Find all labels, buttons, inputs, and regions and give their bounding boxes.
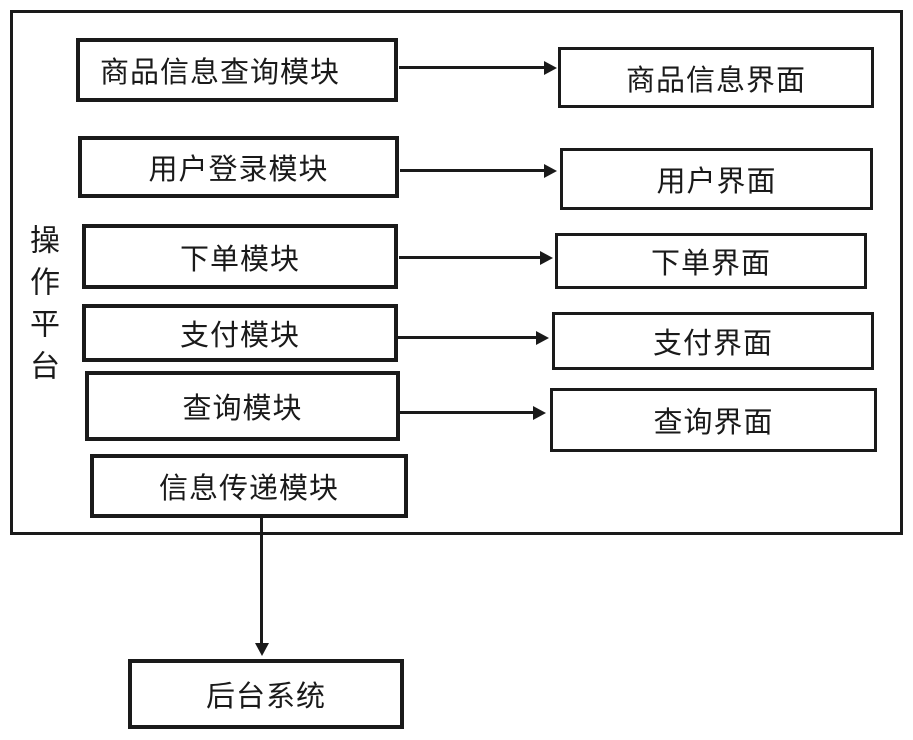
- interface-label: 商品信息界面: [625, 64, 806, 97]
- interface-label: 用户界面: [656, 166, 777, 198]
- interface-box-product-info: 商品信息界面: [558, 47, 874, 108]
- module-label: 信息传递模块: [158, 473, 339, 505]
- module-box-product-info-query: 商品信息查询模块: [76, 38, 398, 102]
- interface-label: 下单界面: [650, 248, 771, 280]
- module-label: 用户登录模块: [148, 154, 329, 186]
- interface-label: 支付界面: [652, 328, 773, 360]
- module-box-order: 下单模块: [82, 224, 398, 289]
- interface-box-user: 用户界面: [560, 148, 873, 210]
- arrow-query-icon: [400, 406, 546, 420]
- module-box-query: 查询模块: [85, 371, 400, 441]
- module-box-user-login: 用户登录模块: [78, 136, 399, 198]
- module-box-payment: 支付模块: [82, 304, 398, 362]
- module-label: 支付模块: [179, 320, 300, 352]
- interface-label: 查询界面: [653, 407, 774, 439]
- module-label: 查询模块: [182, 393, 303, 425]
- backend-label: 后台系统: [205, 681, 326, 713]
- arrow-to-backend-icon: [255, 518, 269, 656]
- module-label: 商品信息查询模块: [100, 57, 341, 89]
- arrow-user-login-icon: [400, 164, 557, 178]
- module-label: 下单模块: [179, 243, 300, 276]
- arrow-product-info-icon: [399, 61, 557, 75]
- arrow-order-icon: [399, 251, 553, 265]
- platform-label: 操作平台: [25, 224, 58, 392]
- module-box-info-transfer: 信息传递模块: [90, 454, 408, 518]
- interface-box-query: 查询界面: [550, 388, 877, 452]
- arrow-payment-icon: [398, 331, 549, 345]
- interface-box-order: 下单界面: [555, 233, 867, 289]
- backend-box: 后台系统: [128, 659, 404, 729]
- interface-box-payment: 支付界面: [552, 312, 874, 370]
